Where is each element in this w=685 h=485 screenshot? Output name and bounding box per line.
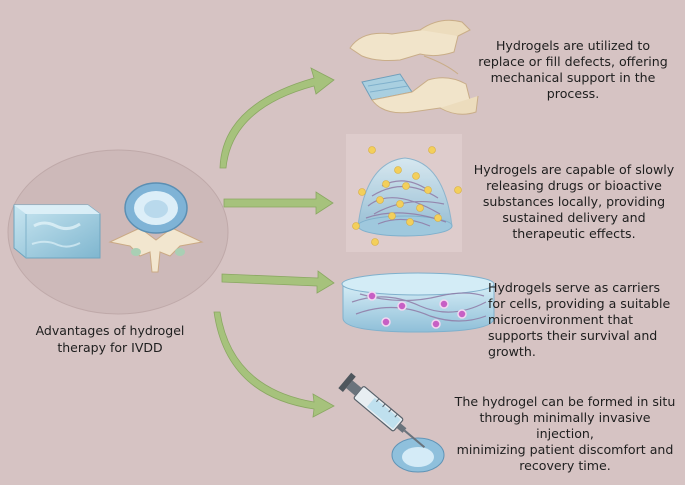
drug-release-dome-icon bbox=[346, 134, 462, 252]
advantage-text-defect-filling: Hydrogels are utilized to replace or fil… bbox=[478, 38, 668, 101]
advantage-text-injection: The hydrogel can be formed in situ throu… bbox=[454, 394, 676, 473]
syringe-injection-icon bbox=[338, 372, 445, 473]
arrow-to-cell-carrier bbox=[221, 270, 335, 294]
arrow-to-defect-filling bbox=[219, 67, 335, 169]
hydrogel-block-icon bbox=[13, 204, 101, 259]
advantage-text-cell-carrier: Hydrogels serve as carriers for cells, p… bbox=[488, 280, 671, 359]
advantage-text-drug-release: Hydrogels are capable of slowly releasin… bbox=[473, 162, 675, 241]
vertebra-disc-icon bbox=[108, 182, 204, 273]
arrow-to-drug-release bbox=[223, 191, 334, 215]
spine-segment-icon bbox=[349, 19, 479, 115]
main-caption: Advantages of hydrogel therapy for IVDD bbox=[35, 323, 185, 355]
cell-carrier-disc-icon bbox=[341, 272, 495, 333]
arrow-to-injection bbox=[213, 311, 335, 418]
